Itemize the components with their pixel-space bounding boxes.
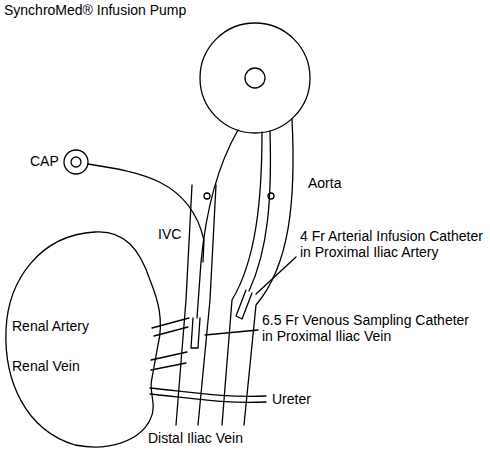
catheter-cuff xyxy=(204,193,210,199)
node-label: CAP xyxy=(30,153,59,169)
anatomy-label: Aorta xyxy=(308,175,341,191)
anatomy-label: IVC xyxy=(158,226,181,242)
venous-catheter xyxy=(197,130,238,318)
leader-line xyxy=(205,330,258,335)
renal-artery xyxy=(152,318,189,336)
cap-catheter xyxy=(88,164,204,262)
anatomy-label: Renal Artery xyxy=(12,318,89,334)
arterial-catheter-tip xyxy=(236,290,252,319)
infusion-pump: SynchroMed® Infusion Pump xyxy=(0,0,320,140)
aorta-wall xyxy=(244,119,293,425)
kidney-outline xyxy=(6,232,161,447)
anatomy-label: 4 Fr Arterial Infusion Catheter in Proxi… xyxy=(300,228,488,260)
anatomy-label: Ureter xyxy=(272,391,311,407)
anatomy-label: 6.5 Fr Venous Sampling Catheter in Proxi… xyxy=(262,312,476,344)
outer-circle xyxy=(200,23,310,133)
leader-line xyxy=(256,257,296,294)
ivc-wall xyxy=(176,185,192,425)
catheter-cuff xyxy=(268,193,274,199)
inner-circle xyxy=(245,68,265,88)
catheter-access-port: CAP xyxy=(30,148,92,176)
arterial-catheter xyxy=(249,131,270,291)
renal-vein xyxy=(151,352,187,370)
infusion-pump-shape xyxy=(0,0,320,140)
anatomy-label: Distal Iliac Vein xyxy=(148,430,243,446)
venous-catheter-tip xyxy=(191,318,200,348)
anatomy-label: Renal Vein xyxy=(12,358,80,374)
node-label: SynchroMed® Infusion Pump xyxy=(4,2,186,18)
aorta-wall xyxy=(222,132,262,425)
ureter xyxy=(150,388,266,402)
inner-circle xyxy=(71,157,81,167)
outer-circle xyxy=(64,150,88,174)
